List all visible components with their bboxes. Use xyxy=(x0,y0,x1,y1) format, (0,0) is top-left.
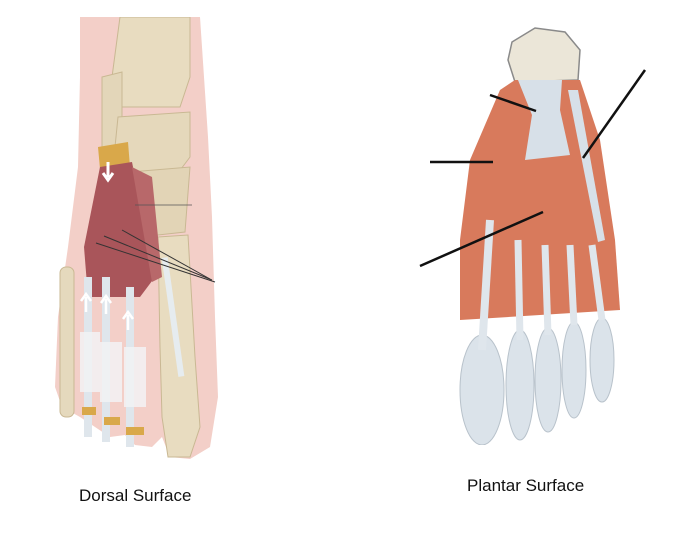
arrow-up-icon xyxy=(79,291,93,312)
plantar-surface-caption: Plantar Surface xyxy=(467,476,585,495)
toe-cap-3 xyxy=(126,427,144,435)
toe-cap-1 xyxy=(82,407,96,415)
toe-3 xyxy=(534,327,562,433)
plantar-foot-illustration xyxy=(420,20,660,445)
fifth-toe-bones xyxy=(59,266,75,418)
calcaneus-bone xyxy=(507,27,581,83)
toe-5 xyxy=(589,317,615,403)
cartilage-patch xyxy=(98,142,130,169)
tibia-bone xyxy=(111,17,191,108)
tendon-toe-3 xyxy=(541,244,552,336)
lateral-band xyxy=(568,90,605,242)
toe-2 xyxy=(505,329,535,441)
toe-1 xyxy=(459,334,505,445)
tendon-sheath-3 xyxy=(124,347,146,407)
arrow-down-icon xyxy=(101,162,115,183)
tendon-sheath-1 xyxy=(80,332,100,392)
dorsal-foot-illustration xyxy=(40,17,240,462)
tendon-toe-2 xyxy=(514,239,524,341)
tendon-sheath-2 xyxy=(100,342,122,402)
dorsal-surface-caption: Dorsal Surface xyxy=(79,486,192,505)
tendon-toe-5 xyxy=(588,244,606,321)
arrow-up-icon xyxy=(121,309,135,330)
tendon-hallucis xyxy=(161,257,185,377)
arrow-up-icon xyxy=(99,293,113,314)
toe-4 xyxy=(561,321,587,419)
plantar-foot-drawing xyxy=(459,27,620,445)
tendon-toe-4 xyxy=(566,244,578,326)
toe-cap-2 xyxy=(104,417,120,425)
dorsal-foot-drawing xyxy=(55,17,218,459)
